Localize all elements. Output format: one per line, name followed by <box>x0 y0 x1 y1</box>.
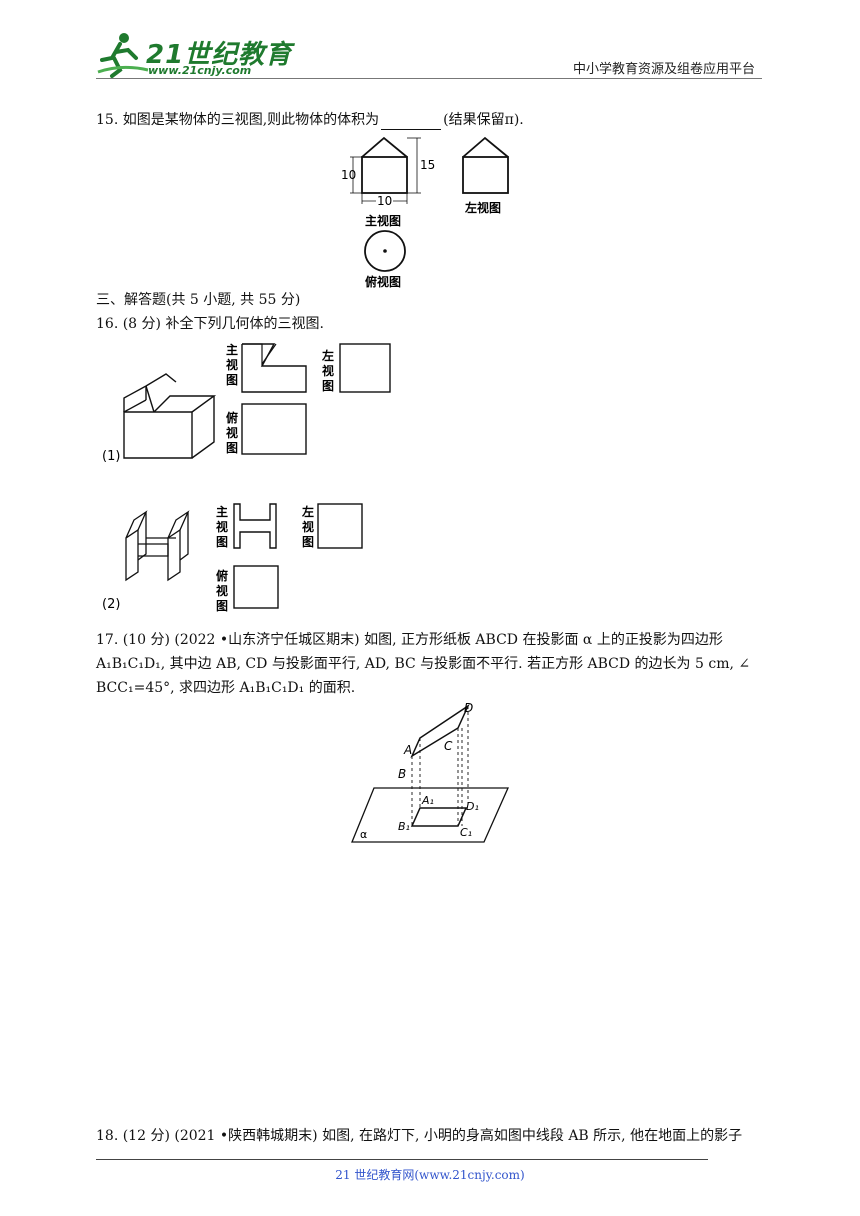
q16-part1-front-view: 主 视 图 <box>226 342 307 393</box>
q15-top-label: 俯视图 <box>365 274 401 289</box>
svg-text:图: 图 <box>322 379 334 393</box>
svg-text:视: 视 <box>322 363 334 378</box>
svg-text:俯: 俯 <box>226 410 238 425</box>
platform-name: 中小学教育资源及组卷应用平台 <box>572 62 755 77</box>
q17-label-b: B <box>398 767 406 781</box>
logo-runner-icon <box>97 33 149 78</box>
svg-text:左: 左 <box>301 504 314 519</box>
logo-url: www.21cnjy.com <box>148 64 252 77</box>
q16-part2-figure: (2) 主 视 图 左 视 图 俯 视 图 <box>102 503 363 613</box>
svg-text:图: 图 <box>226 373 238 387</box>
q17-label-a: A <box>403 743 412 757</box>
q18-text: 18. (12 分) (2021 •陕西韩城期末) 如图, 在路灯下, 小明的身… <box>96 1128 743 1144</box>
q17-line1: 17. (10 分) (2022 •山东济宁任城区期末) 如图, 正方形纸板 A… <box>96 632 723 648</box>
svg-text:图: 图 <box>216 599 228 613</box>
footer-text[interactable]: 21 世纪教育网(www.21cnjy.com) <box>335 1168 525 1182</box>
q15-three-views-figure: 10 15 10 主视图 左视图 俯视图 <box>341 136 509 289</box>
q17-line3: BCC₁=45°, 求四边形 A₁B₁C₁D₁ 的面积. <box>96 680 356 696</box>
svg-text:主: 主 <box>226 342 238 357</box>
q17-line2: A₁B₁C₁D₁, 其中边 AB, CD 与投影面平行, AD, BC 与投影面… <box>96 656 751 672</box>
svg-text:视: 视 <box>226 425 238 440</box>
q16-part2-label: (2) <box>102 597 120 612</box>
svg-text:图: 图 <box>302 535 314 549</box>
svg-text:左: 左 <box>321 348 334 363</box>
q16-part2-left-view: 左 视 图 <box>301 503 363 549</box>
svg-text:视: 视 <box>216 583 228 598</box>
q15-left-label: 左视图 <box>464 200 501 215</box>
svg-text:俯: 俯 <box>216 568 228 583</box>
svg-text:视: 视 <box>226 357 238 372</box>
q16-part2-solid <box>125 510 190 582</box>
q16-part1-label: (1) <box>102 449 120 464</box>
q15-answer-blank <box>381 115 442 130</box>
q16-part2-front-view: 主 视 图 <box>216 503 277 549</box>
q17-label-alpha: α <box>360 828 367 841</box>
q16-part1-solid <box>123 373 217 459</box>
svg-text:图: 图 <box>226 441 238 455</box>
svg-text:图: 图 <box>216 535 228 549</box>
q16-part1-left-view: 左 视 图 <box>321 343 391 393</box>
q15-text: 15. 如图是某物体的三视图,则此物体的体积为(结果保留π). <box>96 112 524 130</box>
footer-divider <box>96 1159 708 1160</box>
q15-front-label: 主视图 <box>365 213 401 228</box>
q16-text: 16. (8 分) 补全下列几何体的三视图. <box>96 316 324 332</box>
q17-label-c: C <box>444 739 453 753</box>
q17-label-d: D <box>464 701 473 715</box>
q17-label-c1: C₁ <box>460 826 472 839</box>
header-divider <box>96 78 762 79</box>
q15-dim-height: 10 <box>341 168 356 182</box>
svg-text:主: 主 <box>216 504 228 519</box>
section-title: 三、解答题(共 5 小题, 共 55 分) <box>96 292 301 308</box>
q17-label-d1: D₁ <box>466 800 479 813</box>
q17-label-b1: B₁ <box>398 820 410 833</box>
q15-front-view: 10 15 10 主视图 <box>341 136 435 228</box>
q15-top-view: 俯视图 <box>364 230 406 289</box>
q15-left-view: 左视图 <box>462 136 509 215</box>
q17-projection-figure: A B C D A₁ B₁ C₁ D₁ α <box>351 701 510 843</box>
svg-text:视: 视 <box>216 519 228 534</box>
q17-label-a1: A₁ <box>421 794 434 807</box>
q15-dim-total: 15 <box>420 158 435 172</box>
q15-dim-width: 10 <box>377 194 392 208</box>
logo-text: 21世纪教育 <box>146 40 293 70</box>
svg-text:视: 视 <box>302 519 314 534</box>
q16-part1-figure: (1) 主 视 图 左 视 图 俯 视 图 <box>102 342 391 464</box>
q16-part2-top-view: 俯 视 图 <box>216 565 279 613</box>
q16-part1-top-view: 俯 视 图 <box>226 403 307 455</box>
